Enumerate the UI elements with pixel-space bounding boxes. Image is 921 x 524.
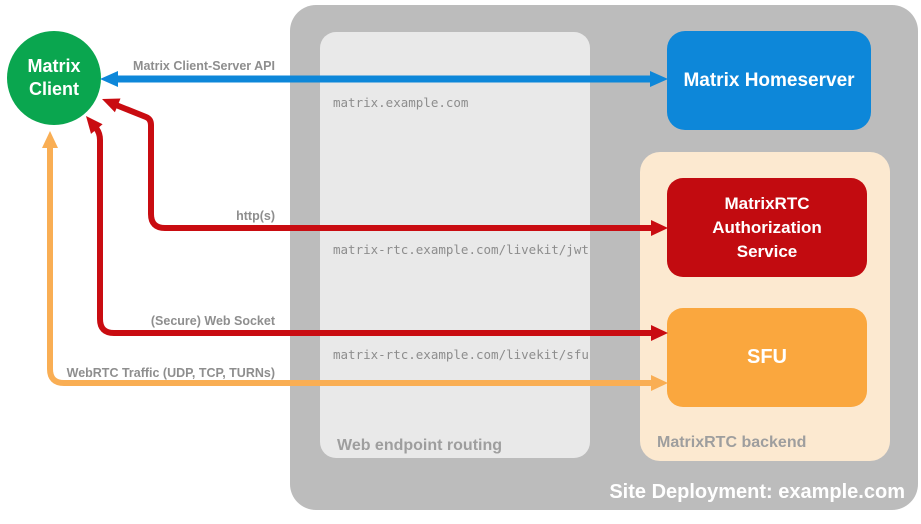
matrixrtc-backend-box: MatrixRTC Authorization Service SFU Matr… — [640, 152, 890, 461]
endpoint-matrix: matrix.example.com — [333, 95, 469, 110]
backend-panel-label: MatrixRTC backend — [657, 434, 807, 451]
routing-panel-label: Web endpoint routing — [337, 437, 503, 454]
endpoint-livekit-jwt: matrix-rtc.example.com/livekit/jwt — [333, 242, 589, 257]
webrtc-label: WebRTC Traffic (UDP, TCP, TURNs) — [66, 366, 275, 380]
sfu-box: SFU — [667, 308, 867, 407]
web-endpoint-routing-box: matrix.example.com matrix-rtc.example.co… — [320, 32, 590, 458]
websocket-label: (Secure) Web Socket — [150, 314, 275, 328]
matrix-client-circle: Matrix Client — [7, 31, 101, 125]
endpoint-livekit-sfu: matrix-rtc.example.com/livekit/sfu — [333, 347, 589, 362]
matrix-client-label: Matrix Client — [27, 56, 81, 99]
homeserver-label: Matrix Homeserver — [683, 69, 855, 91]
arrowhead-up-left-icon — [102, 98, 121, 113]
site-deployment-label: Site Deployment: example.com — [609, 481, 905, 503]
arrowhead-left-icon — [100, 71, 118, 87]
homeserver-box: Matrix Homeserver — [667, 31, 871, 130]
arrowhead-up-left-icon — [86, 116, 103, 134]
auth-service-box: MatrixRTC Authorization Service — [667, 178, 867, 277]
https-label: http(s) — [236, 209, 275, 223]
arrowhead-up-icon — [42, 131, 58, 148]
auth-service-label: MatrixRTC Authorization Service — [712, 193, 822, 261]
sfu-label: SFU — [747, 346, 787, 368]
